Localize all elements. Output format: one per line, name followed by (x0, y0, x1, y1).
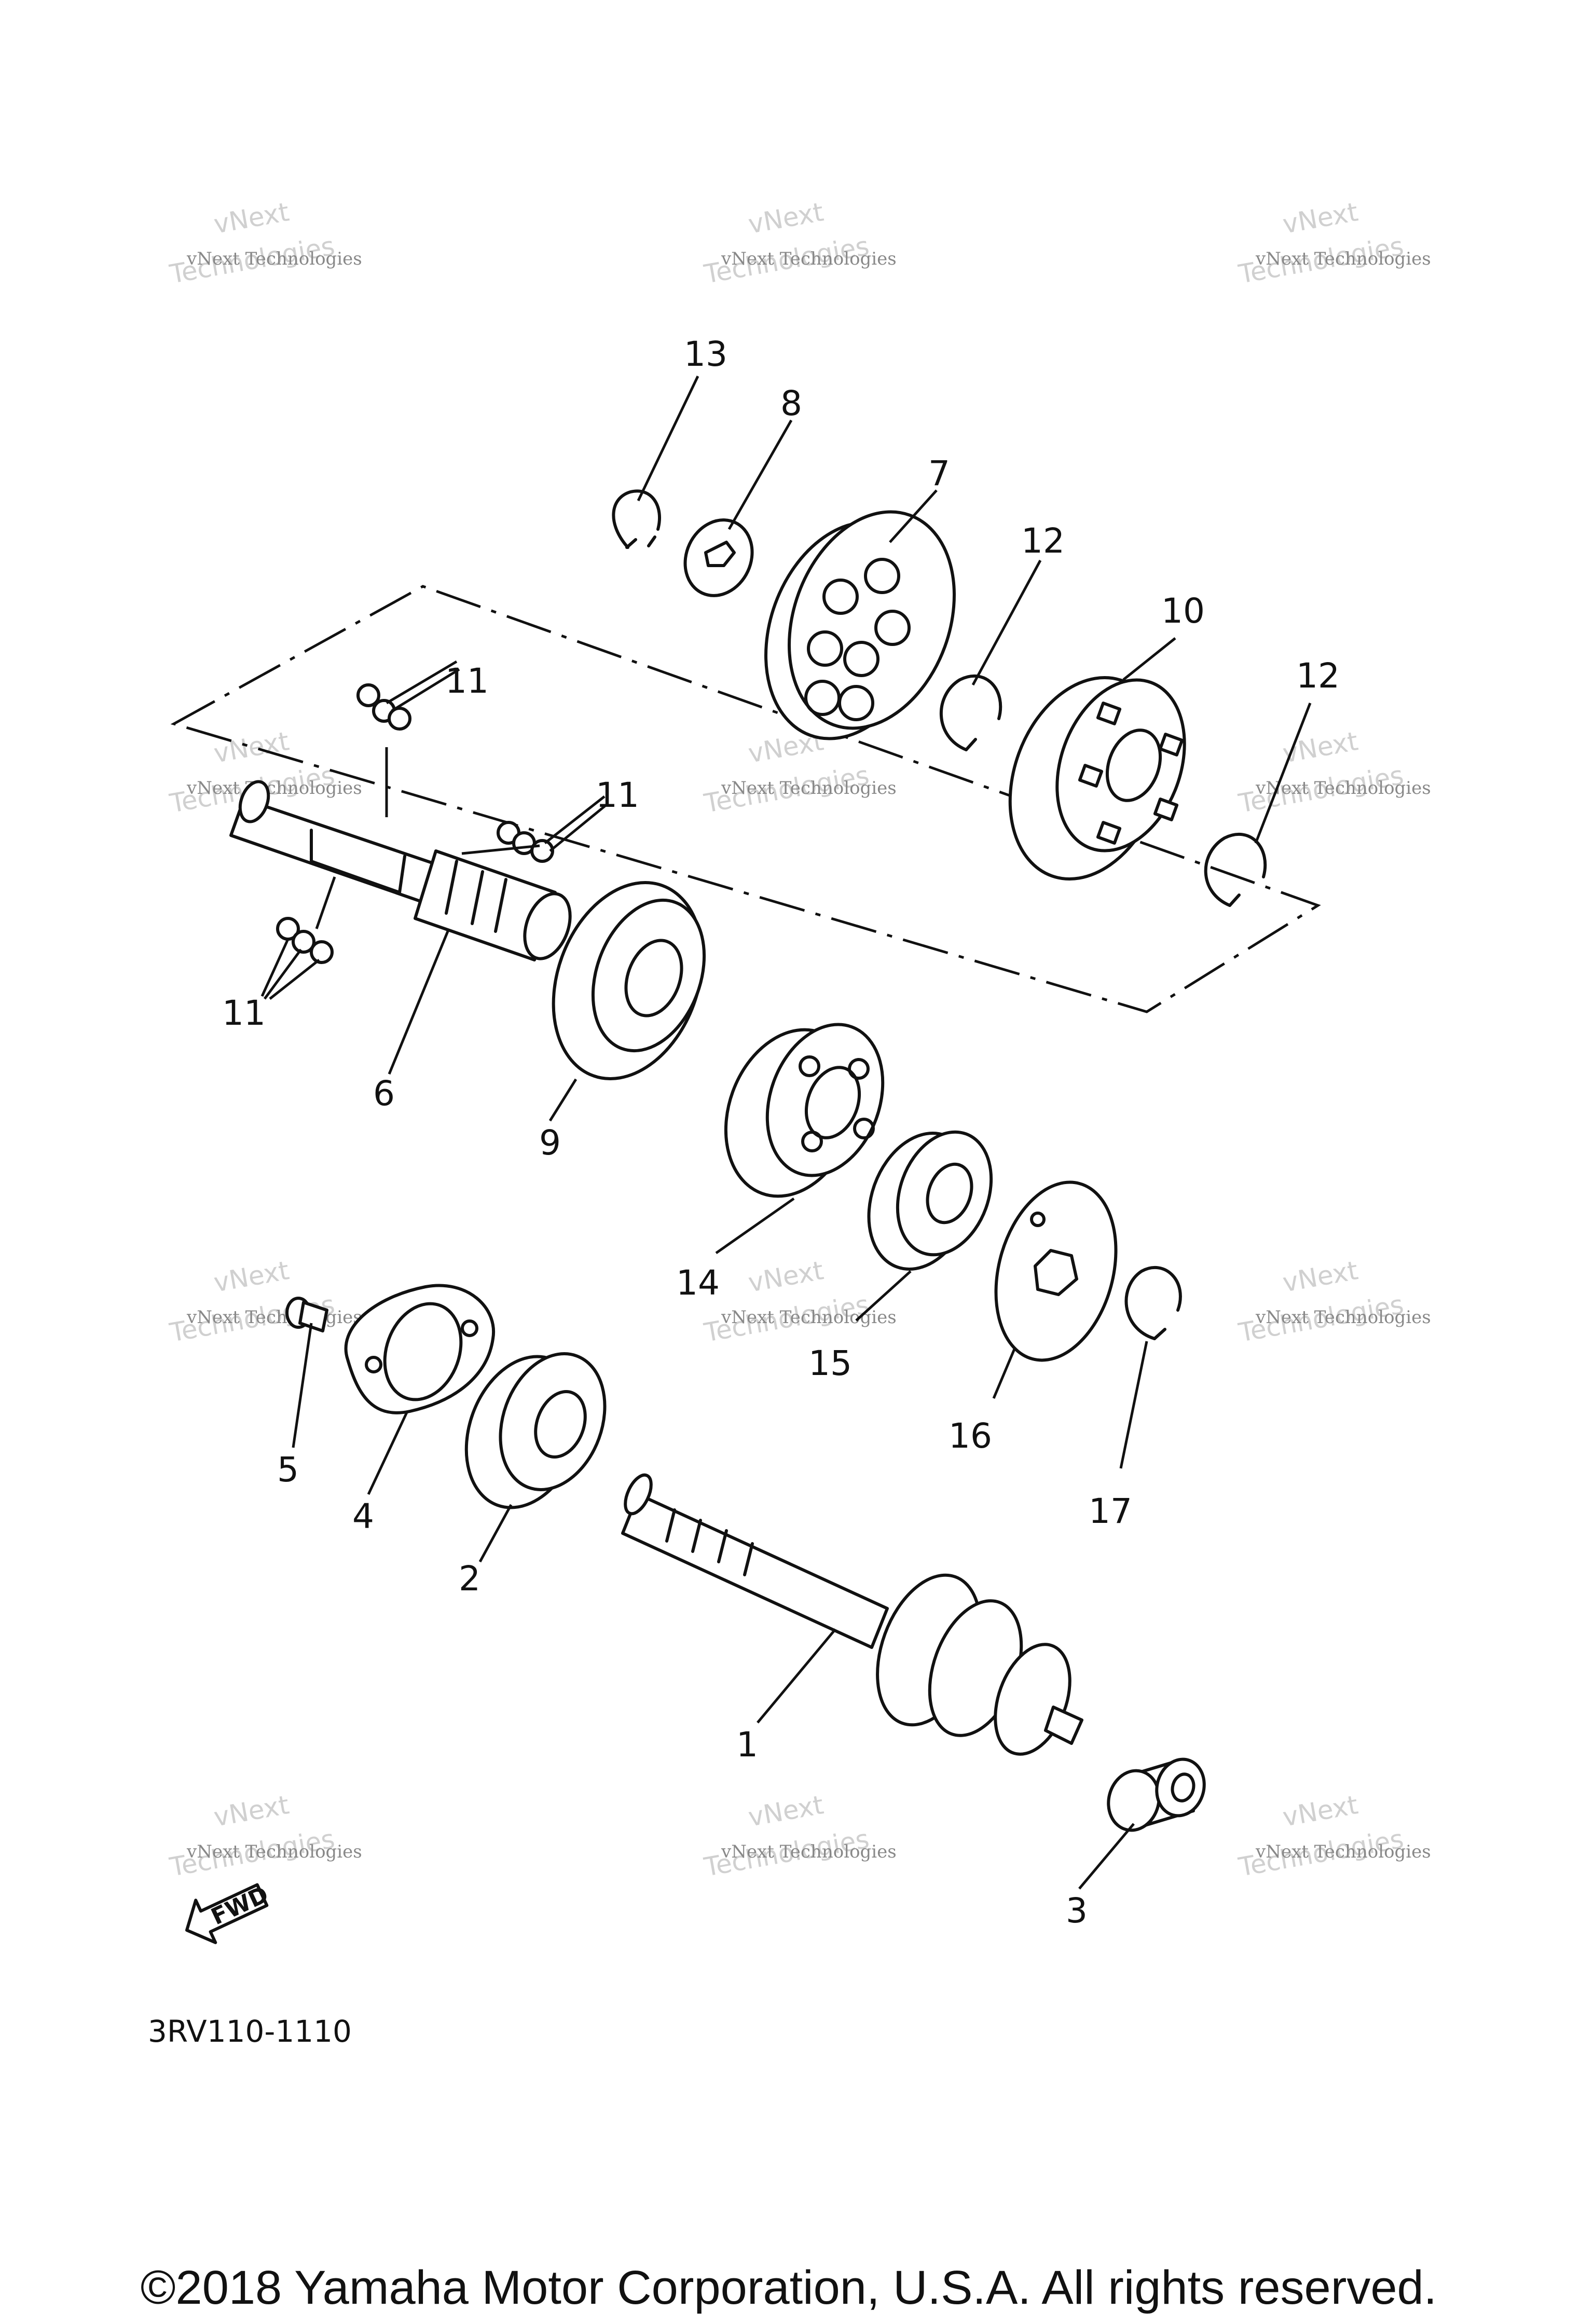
part-9-gear (552, 881, 706, 1080)
assembly-boundary (170, 585, 1321, 1013)
part-12-circlip (1204, 832, 1267, 907)
svg-text:vNext Technologies: vNext Technologies (186, 778, 362, 799)
part-15-oil-seal (867, 1130, 993, 1271)
callout-1: 1 (736, 1725, 758, 1765)
part-1-main-axle (621, 1473, 1083, 1756)
watermark: Technologies vNext vNext Technologies (1236, 1790, 1431, 1882)
callout-11: 11 (445, 661, 489, 701)
svg-text:vNext Technologies: vNext Technologies (721, 778, 897, 799)
part-7-gear (764, 510, 956, 740)
svg-text:vNext: vNext (746, 1790, 826, 1832)
callout-11: 11 (222, 993, 266, 1033)
svg-text:vNext Technologies: vNext Technologies (186, 1841, 362, 1862)
svg-text:vNext Technologies: vNext Technologies (1255, 778, 1431, 799)
callout-6: 6 (373, 1074, 395, 1113)
callout-17: 17 (1089, 1491, 1132, 1531)
svg-text:vNext Technologies: vNext Technologies (1255, 249, 1431, 269)
svg-text:vNext Technologies: vNext Technologies (1255, 1841, 1431, 1862)
callout-8: 8 (780, 383, 802, 423)
part-6-shaft (229, 780, 572, 961)
callout-15: 15 (808, 1343, 852, 1383)
callout-2: 2 (459, 1559, 480, 1599)
drawing-code: 3RV110-1110 (148, 2014, 352, 2049)
callout-12: 12 (1021, 521, 1065, 561)
svg-text:vNext Technologies: vNext Technologies (186, 1307, 362, 1328)
fwd-label: FWD (207, 1881, 272, 1930)
part-12-circlip (939, 674, 1002, 751)
svg-text:vNext: vNext (212, 1255, 292, 1298)
callout-14: 14 (676, 1263, 720, 1303)
callout-7: 7 (928, 453, 950, 493)
svg-text:vNext: vNext (1281, 197, 1361, 239)
callout-9: 9 (539, 1123, 561, 1163)
leader-lines (260, 375, 1312, 1890)
part-2-bearing (464, 1352, 607, 1509)
watermark: Technologies vNext vNext Technologies (1236, 1255, 1431, 1348)
callout-11: 11 (596, 775, 639, 815)
part-3-collar (1107, 1757, 1206, 1832)
svg-text:vNext Technologies: vNext Technologies (721, 1841, 897, 1862)
callout-5: 5 (277, 1450, 299, 1490)
watermark: Technologies vNext vNext Technologies (167, 1790, 362, 1882)
part-4-plate (344, 1284, 496, 1414)
svg-text:vNext: vNext (212, 197, 292, 239)
watermark: Technologies vNext vNext Technologies (702, 197, 897, 290)
callout-3: 3 (1066, 1891, 1088, 1931)
svg-text:vNext: vNext (212, 726, 292, 768)
callout-4: 4 (352, 1496, 374, 1536)
watermark: Technologies vNext vNext Technologies (1236, 197, 1431, 290)
callout-16: 16 (949, 1416, 992, 1456)
svg-text:vNext: vNext (746, 1255, 826, 1298)
watermark: Technologies vNext vNext Technologies (702, 1790, 897, 1882)
watermark: Technologies vNext vNext Technologies (702, 1255, 897, 1348)
watermark: Technologies vNext vNext Technologies (1236, 726, 1431, 819)
part-10-gear (1008, 676, 1186, 881)
svg-text:vNext Technologies: vNext Technologies (721, 249, 897, 269)
part-8-washer (683, 518, 754, 597)
callout-10: 10 (1161, 591, 1205, 631)
svg-text:vNext Technologies: vNext Technologies (721, 1307, 897, 1328)
callout-12: 12 (1296, 656, 1340, 696)
watermark: Technologies vNext vNext Technologies (167, 197, 362, 290)
svg-text:vNext Technologies: vNext Technologies (186, 249, 362, 269)
callout-numbers: 1 2 3 4 5 6 7 8 9 10 11 11 11 11 12 12 1… (222, 334, 1340, 1931)
part-16-sprocket (994, 1180, 1118, 1362)
svg-text:vNext: vNext (746, 197, 826, 239)
part-13-circlip (612, 489, 662, 549)
part-17-circlip (1124, 1266, 1182, 1340)
svg-text:vNext: vNext (1281, 1255, 1361, 1298)
part-14-bearing (724, 1023, 885, 1198)
watermark: Technologies vNext vNext Technologies (702, 726, 897, 819)
svg-text:vNext: vNext (1281, 1790, 1361, 1832)
watermark: Technologies vNext vNext Technologies (167, 1255, 362, 1348)
fwd-arrow: FWD (185, 1881, 272, 1944)
part-5-bolt (285, 1297, 328, 1332)
svg-text:vNext Technologies: vNext Technologies (1255, 1307, 1431, 1328)
svg-text:vNext: vNext (212, 1790, 292, 1832)
copyright-notice: ©2018 Yamaha Motor Corporation, U.S.A. A… (141, 2261, 1437, 2314)
callout-13: 13 (684, 334, 727, 374)
